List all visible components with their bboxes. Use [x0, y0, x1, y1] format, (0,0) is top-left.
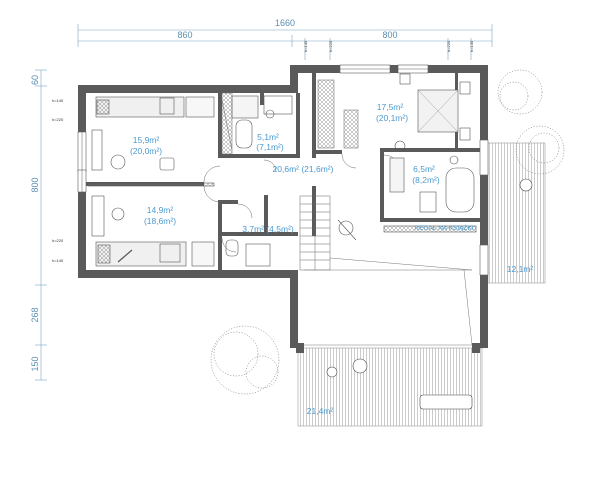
terrace-right-area: 12,1m²: [507, 264, 534, 274]
height-mark: h=140: [469, 40, 474, 52]
height-mark: h=140: [52, 98, 64, 103]
height-mark: h=220: [52, 117, 64, 122]
hall-furniture: [337, 219, 477, 241]
room-area-master: 17,5m²: [377, 102, 404, 112]
room-area-master-gross: (20,1m²): [376, 113, 408, 123]
terrace-furniture: [326, 178, 533, 410]
bathroom2-fixtures: [389, 155, 475, 213]
dim-total-width: 1660: [275, 18, 295, 28]
bedroom2-furniture: [91, 195, 215, 267]
window: [479, 244, 489, 276]
room-area-hall: 20,6m² (21,6m²): [273, 164, 334, 174]
room-area-bathroom2: 6,5m²: [413, 164, 435, 174]
dim-left-bottom: 150: [30, 356, 40, 371]
room-area-bedroom1: 15,9m²: [133, 135, 160, 145]
wc-fixtures: [225, 239, 271, 267]
height-mark: h=140: [303, 40, 308, 52]
dim-right-width: 800: [382, 30, 397, 40]
stairs: [299, 195, 331, 271]
height-mark: h=220: [328, 40, 333, 52]
window: [479, 139, 489, 176]
room-area-wc: 3,7m² (4,5m²): [242, 224, 294, 234]
room-area-bathroom2-gross: (8,2m²): [412, 175, 440, 185]
closets: [221, 79, 359, 155]
room-area-bathroom1-gross: (7,1m²): [256, 142, 284, 152]
master-bedroom-furniture: [394, 73, 471, 152]
room-area-bathroom1: 5,1m²: [257, 132, 279, 142]
terrace-bottom: [297, 347, 483, 427]
terrace-bottom-area: 21,4m²: [307, 406, 334, 416]
height-mark: h=140: [52, 258, 64, 263]
room-area-bedroom1-gross: (20,0m²): [130, 146, 162, 156]
height-mark: h=220: [446, 40, 451, 52]
height-mark: h=220: [52, 238, 64, 243]
dimension-lines: [35, 24, 493, 381]
room-area-bedroom2-gross: (18,6m²): [144, 216, 176, 226]
void-lines: [304, 257, 473, 346]
room-area-bedroom2: 14,9m²: [147, 205, 174, 215]
tree-sketches: [210, 69, 565, 395]
dim-left-lower: 268: [30, 307, 40, 322]
bedroom1-furniture: [87, 96, 215, 187]
dim-left-top: 60: [30, 75, 40, 85]
dim-left-width: 860: [177, 30, 192, 40]
terrace-right: [487, 142, 546, 284]
shelf-label: REGAŁ NA KSIĄŻKI: [414, 223, 473, 232]
dim-left-mid: 800: [30, 177, 40, 192]
